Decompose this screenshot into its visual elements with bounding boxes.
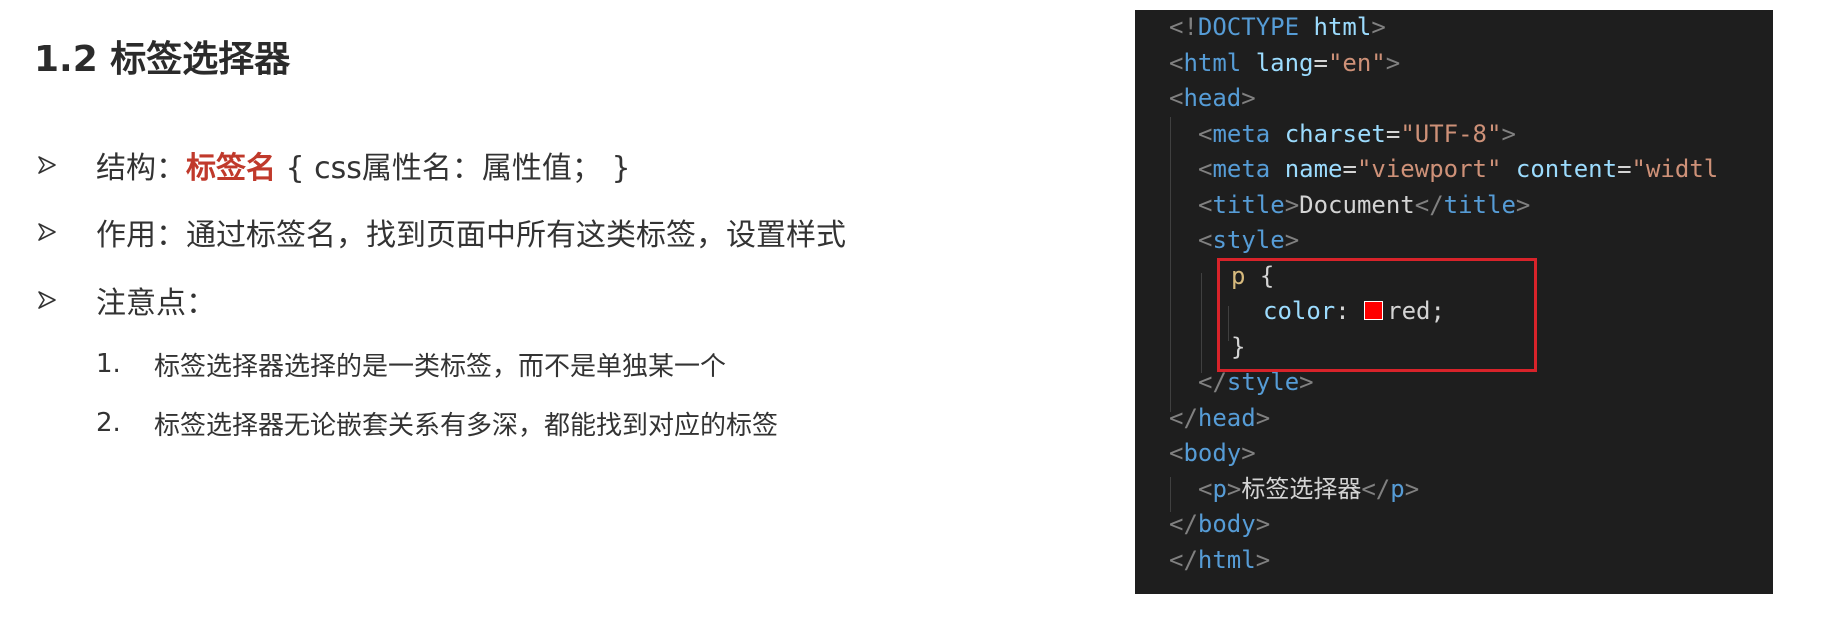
code-line-style-open: <style> <box>1198 226 1300 254</box>
code-line-meta-viewport: <meta name="viewport" content="widtl <box>1198 155 1719 183</box>
css-value: red; <box>1387 297 1445 325</box>
css-rule-highlight-box <box>1217 258 1537 372</box>
code-line-body-open: <body> <box>1169 439 1256 467</box>
note-text: 标签选择器无论嵌套关系有多深，都能找到对应的标签 <box>154 410 779 441</box>
css-brace: } <box>1231 332 1246 361</box>
css-property: color <box>1263 297 1336 325</box>
indent-guide <box>1228 306 1229 341</box>
code-tag: html <box>1197 545 1256 574</box>
code-tag: p <box>1390 474 1405 503</box>
css-selector: p <box>1231 261 1246 290</box>
code-line-html-close: </html> <box>1169 545 1271 574</box>
code-tag: meta <box>1212 119 1271 148</box>
bullet-notes-text: 注意点： <box>96 286 216 321</box>
code-tag: title <box>1212 190 1285 219</box>
code-attr: html <box>1299 13 1372 41</box>
structure-highlight: 标签名 <box>186 151 276 186</box>
code-line-css-selector: p { <box>1231 259 1274 295</box>
code-tag: body <box>1183 439 1242 467</box>
code-line-p: <p>标签选择器</p> <box>1198 474 1420 503</box>
arrow-bullet-icon <box>36 154 58 176</box>
code-line-body-close: </body> <box>1169 510 1271 538</box>
code-tag: html <box>1183 48 1242 77</box>
code-tag: title <box>1443 190 1516 219</box>
code-line-css-close: } <box>1231 330 1245 366</box>
code-line-meta-charset: <meta charset="UTF-8"> <box>1198 119 1516 148</box>
bullet-purpose: 作用：通过标签名，找到页面中所有这类标签，设置样式 <box>36 212 846 253</box>
indent-guide <box>1170 477 1171 512</box>
arrow-bullet-icon <box>36 289 58 311</box>
note-number: 1. <box>96 349 121 379</box>
code-string: "en" <box>1327 48 1386 77</box>
code-line-style-close: </style> <box>1198 368 1314 396</box>
note-item: 1. 标签选择器选择的是一类标签，而不是单独某一个 <box>96 346 726 382</box>
code-string: "widtl <box>1631 155 1719 183</box>
code-line-html-open: <html lang="en"> <box>1169 48 1401 77</box>
code-tag: meta <box>1212 155 1271 183</box>
code-attr: lang <box>1255 48 1314 77</box>
code-string: "UTF-8" <box>1400 119 1502 148</box>
code-line-title: <title>Document</title> <box>1198 190 1531 219</box>
css-brace: { <box>1259 261 1275 290</box>
note-item: 2. 标签选择器无论嵌套关系有多深，都能找到对应的标签 <box>96 405 778 441</box>
code-string: "viewport" <box>1356 155 1502 183</box>
code-editor-panel: <!DOCTYPE html> <html lang="en"> <head> … <box>1135 10 1773 594</box>
code-doctype: DOCTYPE <box>1197 13 1300 41</box>
code-punct: <! <box>1169 13 1198 41</box>
code-line-head-close: </head> <box>1169 403 1271 432</box>
code-attr: content <box>1515 155 1618 183</box>
structure-suffix: { css属性名：属性值； } <box>276 151 631 186</box>
indent-guide <box>1201 273 1202 373</box>
arrow-bullet-icon <box>36 221 58 243</box>
code-punct: > <box>1371 13 1386 41</box>
indent-guide <box>1170 117 1171 412</box>
code-text: Document <box>1299 190 1415 219</box>
code-attr: name <box>1284 155 1343 183</box>
code-tag: body <box>1197 510 1256 538</box>
code-tag: style <box>1212 226 1285 254</box>
note-text: 标签选择器选择的是一类标签，而不是单独某一个 <box>154 351 727 382</box>
bullet-structure: 结构：标签名 { css属性名：属性值； } <box>36 143 631 187</box>
code-line-head-open: <head> <box>1169 84 1256 112</box>
slide-title: 1.2 标签选择器 <box>34 39 291 80</box>
bullet-structure-text: 结构：标签名 { css属性名：属性值； } <box>96 143 631 187</box>
code-tag: p <box>1212 474 1227 503</box>
structure-prefix: 结构： <box>96 151 186 186</box>
code-attr: charset <box>1284 119 1386 148</box>
bullet-notes: 注意点： <box>36 280 216 321</box>
code-line-doctype: <!DOCTYPE html> <box>1169 10 1386 46</box>
note-number: 2. <box>96 408 121 438</box>
code-text: 标签选择器 <box>1241 474 1362 503</box>
code-line-css-declaration: color: red; <box>1263 297 1445 325</box>
color-swatch-icon <box>1364 301 1384 320</box>
bullet-purpose-text: 作用：通过标签名，找到页面中所有这类标签，设置样式 <box>96 218 846 253</box>
code-tag: head <box>1197 403 1256 432</box>
code-tag: style <box>1226 368 1300 396</box>
code-tag: head <box>1183 84 1242 112</box>
